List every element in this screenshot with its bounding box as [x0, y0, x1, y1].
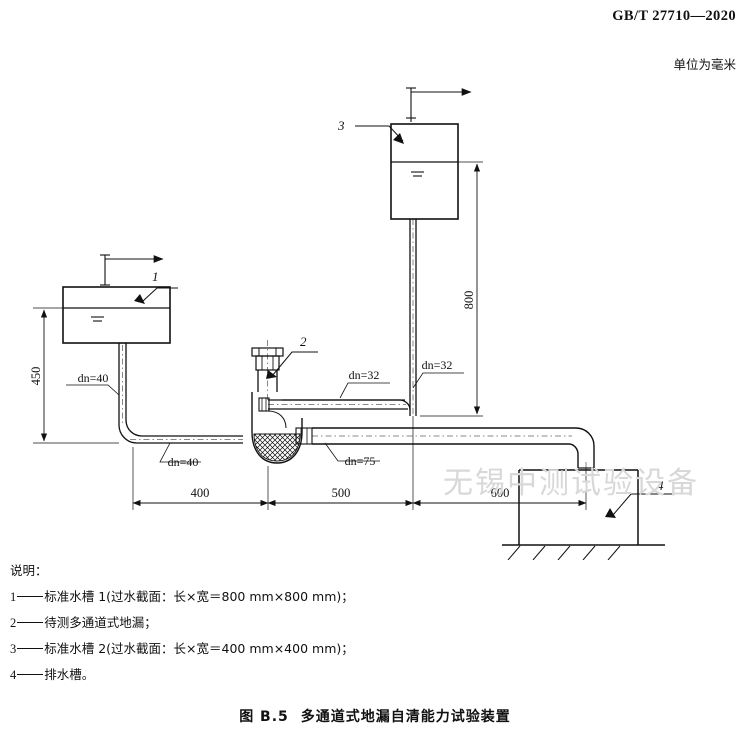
- item-label-4: 4: [657, 478, 664, 493]
- pipe-label-dn32-horizontal: dn=32: [349, 368, 380, 382]
- label-dn40-horizontal: dn=40: [159, 442, 201, 469]
- figure-caption: 图 B.5 多通道式地漏自清能力试验装置: [0, 706, 750, 726]
- pipe-label-dn40-riser: dn=40: [78, 371, 109, 385]
- legend-item-4: 4 排水槽。: [10, 662, 480, 688]
- dimension-label-400: 400: [191, 486, 210, 500]
- branch-pipe-dn32: [258, 397, 408, 412]
- water-level-symbol-2: [411, 171, 424, 177]
- legend-text-1: 标准水槽 1(过水截面：长×宽＝800 mm×800 mm)；: [44, 589, 354, 604]
- pipe-label-dn32-riser: dn=32: [422, 358, 453, 372]
- floor-drain-unit: 2: [251, 334, 318, 464]
- legend-dash-4: [17, 674, 44, 675]
- legend-key-3: 3: [10, 642, 17, 656]
- dimension-label-800: 800: [462, 291, 476, 310]
- label-dn32-horizontal: dn=32: [339, 368, 390, 399]
- figure-title: 多通道式地漏自清能力试验装置: [300, 709, 511, 725]
- outlet-pipe-dn75: [295, 427, 595, 469]
- riser-pipe-dn32: [282, 219, 417, 416]
- legend-key-2: 2: [10, 616, 17, 630]
- legend-key-4: 4: [10, 668, 17, 682]
- item-label-1: 1: [152, 269, 159, 284]
- legend-text-3: 标准水槽 2(过水截面：长×宽＝400 mm×400 mm)；: [44, 641, 354, 656]
- legend-title: 说明：: [10, 563, 48, 578]
- dimension-chain-bottom: 400 500 600: [132, 416, 587, 510]
- legend-dash-2: [17, 622, 44, 623]
- dimension-label-500: 500: [332, 486, 351, 500]
- legend-item-3: 3 标准水槽 2(过水截面：长×宽＝400 mm×400 mm)；: [10, 636, 480, 662]
- drainage-trough: 4: [502, 469, 672, 560]
- dimension-800: 800: [420, 161, 483, 417]
- item-label-2: 2: [300, 334, 307, 349]
- label-dn32-riser: dn=32: [412, 358, 464, 389]
- water-level-symbol-1: [91, 316, 104, 322]
- dimension-450: 450: [29, 307, 119, 444]
- legend-dash-3: [17, 648, 44, 649]
- legend-block: 说明： 1 标准水槽 1(过水截面：长×宽＝800 mm×800 mm)； 2 待测…: [10, 558, 480, 688]
- pipe-label-dn40-horizontal: dn=40: [168, 455, 199, 469]
- legend-text-4: 排水槽。: [44, 667, 95, 682]
- standard-tank-2: 3: [337, 87, 472, 220]
- unit-note: 单位为毫米: [673, 57, 736, 72]
- pipe-label-dn75: dn=75: [345, 454, 376, 468]
- label-dn40-riser: dn=40: [66, 371, 120, 396]
- legend-text-2: 待测多通道式地漏；: [44, 615, 157, 630]
- legend-dash-1: [17, 596, 44, 597]
- legend-key-1: 1: [10, 590, 17, 604]
- tank2-inlet-pipe: [406, 87, 472, 122]
- figure-number: 图 B.5: [239, 709, 289, 725]
- label-dn75-outlet: dn=75: [324, 442, 380, 468]
- dimension-label-450: 450: [29, 367, 43, 386]
- tank1-inlet-pipe: [100, 254, 164, 286]
- standard-tank-1: 1: [62, 254, 178, 344]
- dimension-label-600: 600: [491, 486, 510, 500]
- legend-item-2: 2 待测多通道式地漏；: [10, 610, 480, 636]
- test-apparatus-drawing: 3 800 dn=32: [29, 87, 672, 560]
- item-label-3: 3: [337, 118, 345, 133]
- standard-code: GB/T 27710—2020: [612, 8, 736, 24]
- riser-pipe-dn40: [118, 343, 243, 444]
- legend-item-1: 1 标准水槽 1(过水截面：长×宽＝800 mm×800 mm)；: [10, 584, 480, 610]
